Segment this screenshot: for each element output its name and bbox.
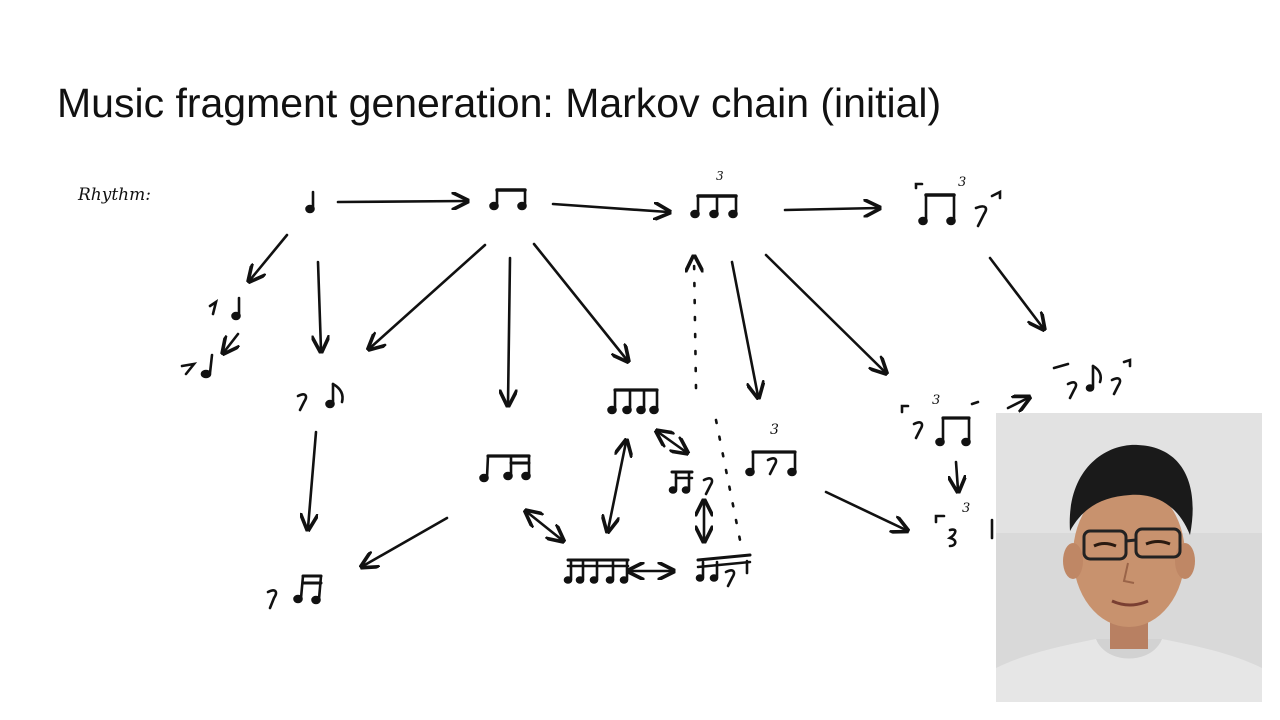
webcam-video bbox=[996, 413, 1262, 702]
arrow bbox=[508, 256, 510, 404]
arrow-bidirectional bbox=[608, 442, 626, 530]
arrow bbox=[318, 260, 321, 350]
arrow bbox=[764, 253, 885, 372]
arrow bbox=[532, 242, 627, 360]
node-bracket-triplet-right bbox=[900, 400, 980, 447]
node-triplet-with-rest bbox=[745, 450, 797, 477]
rhythm-label: Rhythm: bbox=[77, 185, 151, 205]
node-sixteenths-rest-bottom bbox=[695, 553, 752, 588]
node-bracket-triplet-partial bbox=[934, 514, 994, 548]
arrow-dotted bbox=[694, 258, 696, 390]
tuplet-number: 3 bbox=[958, 175, 966, 190]
presenter-avatar bbox=[996, 413, 1262, 702]
arrow bbox=[308, 430, 316, 528]
arrow-bidirectional bbox=[658, 432, 686, 452]
arrow bbox=[730, 260, 758, 396]
tuplet-number: 3 bbox=[962, 501, 970, 516]
slide-title: Music fragment generation: Markov chain … bbox=[57, 80, 942, 126]
arrow bbox=[824, 490, 906, 530]
node-four-sixteenths bbox=[607, 388, 659, 415]
arrow bbox=[988, 256, 1043, 328]
arrow bbox=[224, 332, 238, 352]
node-triplet-eighths bbox=[690, 194, 738, 219]
node-bracket-triplet-small bbox=[1052, 358, 1132, 400]
arrow bbox=[1006, 398, 1028, 408]
node-bracket-triplet-rest bbox=[914, 182, 1002, 228]
node-eighth-rest-quarter bbox=[208, 296, 241, 321]
node-rest-sixteenths bbox=[266, 574, 323, 610]
arrow bbox=[783, 208, 878, 210]
node-eighth-two-sixteenths bbox=[479, 454, 531, 483]
node-quarter-note bbox=[305, 190, 315, 214]
arrow bbox=[956, 460, 958, 490]
tuplet-number: 3 bbox=[932, 393, 940, 408]
node-rest-half bbox=[180, 353, 214, 379]
arrow bbox=[363, 516, 449, 566]
node-sixteenths-rest bbox=[668, 470, 714, 496]
arrow bbox=[551, 204, 668, 212]
node-rest-eighth bbox=[296, 382, 344, 412]
arrow bbox=[250, 233, 289, 280]
arrow bbox=[336, 201, 466, 202]
dotted-line bbox=[714, 418, 742, 542]
node-six-sixteenths bbox=[563, 558, 630, 584]
arrow-bidirectional bbox=[527, 512, 562, 540]
node-two-eighths bbox=[489, 188, 527, 211]
tuplet-number: 3 bbox=[716, 169, 724, 183]
arrow bbox=[370, 243, 487, 348]
tuplet-number: 3 bbox=[770, 422, 779, 438]
